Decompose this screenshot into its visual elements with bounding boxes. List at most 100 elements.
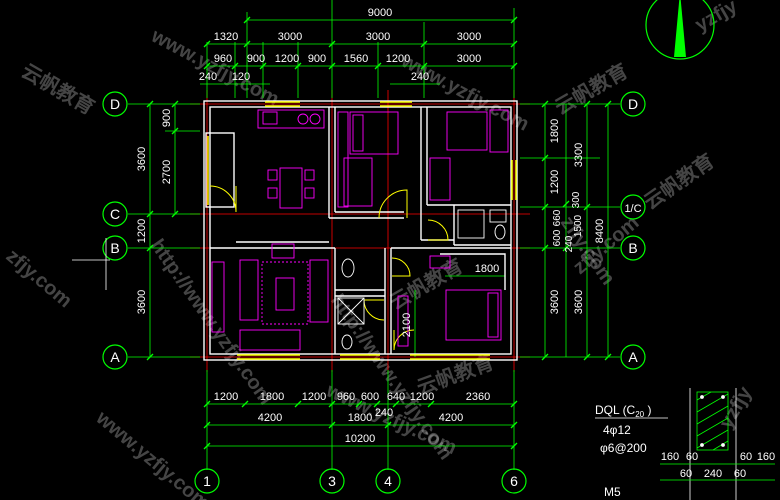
dim-left-inner: 2700: [161, 160, 173, 184]
left-dimension-text: 3600 1200 3600 900 2700: [136, 109, 173, 314]
column-detail-dimlines: [660, 463, 775, 481]
kitchen-counter: [257, 109, 325, 129]
dim-right-col2: 660: [552, 209, 563, 226]
axis-bubble-right-1c: [620, 194, 646, 220]
shower: [337, 297, 365, 325]
dim-bottom-r1: 640: [387, 391, 405, 403]
dining-table: [279, 167, 303, 209]
basin: [489, 209, 507, 223]
wall-balcony: [205, 132, 235, 208]
axis-label-left-c: C: [110, 206, 120, 222]
column-dim-bottom: 240: [704, 468, 722, 480]
bed-1-pillow: [352, 114, 364, 152]
dim-left-outer: 1200: [136, 219, 148, 243]
axis-label-bottom-6: 6: [510, 473, 518, 489]
windows: [207, 101, 517, 360]
axis-bubble-right-d: [620, 91, 646, 117]
armchair: [271, 243, 295, 259]
axis-bubble-bottom-6: [501, 468, 527, 494]
axis-label-right-b: B: [628, 240, 637, 256]
bed-3-pillow: [487, 292, 499, 338]
dim-right-col2: 240: [564, 235, 575, 252]
walls: [203, 100, 518, 361]
north-arrow: [645, 0, 715, 60]
column-dim-top: 160: [661, 451, 679, 463]
dim-top-r3: 900: [247, 53, 265, 65]
carpet: [261, 261, 309, 325]
door-bed3: [393, 329, 415, 351]
column-detail-footer: M5: [604, 485, 621, 499]
dim-top-r2: 1320: [214, 31, 238, 43]
dim-bottom-r1: 1200: [214, 391, 238, 403]
dim-right-col2: 600: [552, 229, 563, 246]
kitchen-stove: [297, 113, 309, 125]
desk-1: [343, 157, 373, 207]
column-dim-bottom: 60: [734, 468, 746, 480]
dim-bottom-r1: 1800: [260, 391, 284, 403]
watermark-frag: zfjy.com: [2, 245, 76, 312]
north-arrow-circle: [645, 0, 715, 60]
sofa-side: [309, 259, 329, 323]
dim-ticks-right: [541, 100, 612, 361]
axis-label-bottom-1: 1: [203, 473, 211, 489]
top-dimension-text: 9000 1320 3000 3000 3000 960 900 1200 90…: [199, 7, 481, 83]
dim-left-outer: 3600: [136, 147, 148, 171]
bottom-dimension-text: 1200 1800 1200 960 600 640 1200 2360 240…: [214, 391, 490, 445]
dim-interior-2100: 2100: [401, 313, 413, 337]
dim-top-r3: 1200: [275, 53, 299, 65]
desk-2: [429, 157, 451, 201]
column-dim-top: 160: [757, 451, 775, 463]
axis-bubble-left-d: [102, 91, 128, 117]
right-dimension-text: 1800 1200 3600 660 600 240 1500 300 3300…: [549, 119, 606, 314]
toilet: [494, 224, 506, 240]
axis-bubble-left-a: [102, 344, 128, 370]
column-detail: DQL (C20 ) 4φ12 φ6@200 160 60 60 160 60: [595, 388, 775, 500]
column-dim-top: 60: [740, 451, 752, 463]
dim-bottom-r2: 1800: [348, 412, 372, 424]
axis-bubble-left-b: [102, 235, 128, 261]
bed-1: [349, 111, 399, 155]
dim-top-total: 9000: [368, 7, 392, 19]
column-detail-title: DQL (C20 ): [595, 403, 651, 419]
dim-right-col1: 1800: [549, 119, 561, 143]
dim-bottom-total: 10200: [345, 433, 376, 445]
door-kitchen: [427, 219, 449, 241]
dim-right-col1: 3600: [549, 290, 561, 314]
dim-top-r3: 1200: [386, 53, 410, 65]
axis-bubble-left-c: [102, 201, 128, 227]
axis-label-right-a: A: [628, 349, 638, 365]
dim-bottom-r1: 600: [361, 391, 379, 403]
exterior-wall-outer: [203, 100, 518, 361]
column-section-hatch: [696, 391, 729, 451]
furniture: [211, 109, 509, 351]
axis-label-right-d: D: [628, 96, 638, 112]
dim-top-r4: 240: [199, 71, 217, 83]
dim-bottom-r1: 1200: [410, 391, 434, 403]
axis-label-left-d: D: [110, 96, 120, 112]
axis-label-bottom-4: 4: [384, 473, 392, 489]
axis-bubble-right-a: [620, 344, 646, 370]
dim-top-r3: 900: [308, 53, 326, 65]
dim-ticks-bottom: [203, 400, 518, 450]
wardrobe-2: [489, 109, 509, 153]
column-detail-title-main: DQL (C: [595, 403, 636, 417]
coffee-table: [275, 277, 295, 311]
watermark-brand: 云帆教育: [551, 59, 632, 120]
dim-ticks-top: [203, 16, 518, 70]
column-section-drawing: [689, 388, 737, 500]
column-detail-title-sub: 20: [635, 410, 644, 419]
wall-bed3-top2: [440, 253, 506, 290]
dim-top-r3: 3000: [457, 53, 481, 65]
dim-right-col3: 3600: [573, 290, 585, 314]
axis-label-left-a: A: [110, 349, 120, 365]
axis-bubble-bottom-4: [375, 468, 401, 494]
door-dining: [209, 185, 237, 213]
dim-bottom-r1: 960: [337, 391, 355, 403]
fixtures: [337, 209, 507, 350]
dim-right-col1: 1200: [549, 170, 561, 194]
sofa-main: [239, 259, 259, 321]
dining-chair: [304, 187, 315, 199]
watermark-short: yzfjy: [692, 0, 742, 36]
dim-left-outer: 3600: [136, 290, 148, 314]
